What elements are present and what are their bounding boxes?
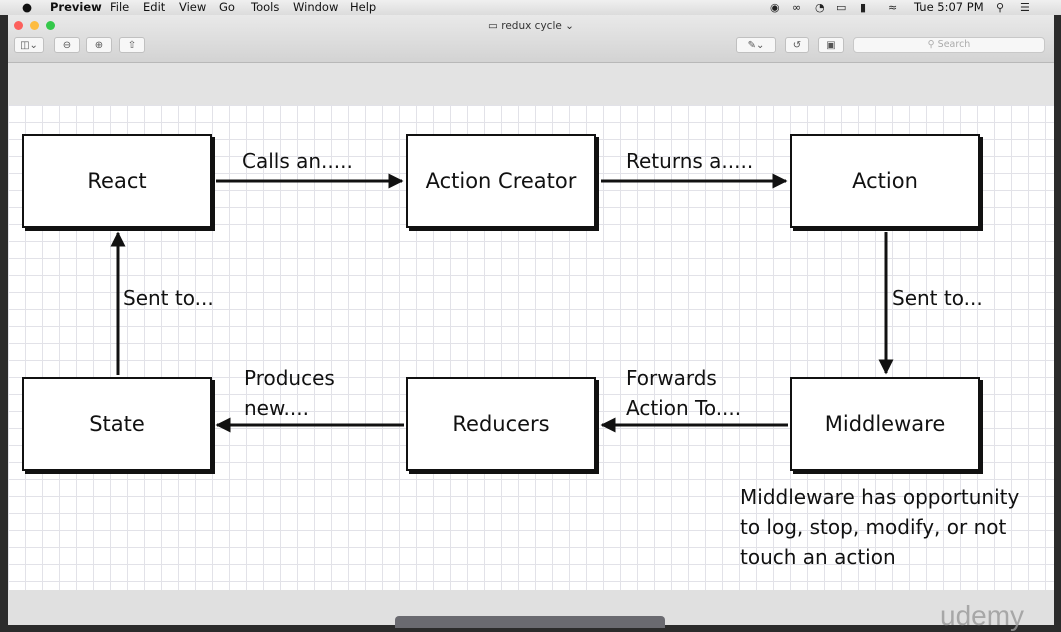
menu-app-name[interactable]: Preview	[50, 0, 102, 14]
node-state: State	[22, 377, 212, 471]
minimize-button[interactable]	[30, 21, 39, 30]
menu-file[interactable]: File	[110, 0, 130, 14]
middleware-note-line3: touch an action	[740, 545, 896, 569]
edge-label-returns-a: Returns a.....	[626, 149, 754, 173]
preview-window: ▭ redux cycle ⌄ ◫⌄ ⊖ ⊕ ⇧ ✎⌄ ↺ ▣ ⚲ Search	[8, 15, 1054, 625]
zoom-button[interactable]	[46, 21, 55, 30]
edge-label-sent-to-react: Sent to...	[123, 286, 214, 310]
menu-edit[interactable]: Edit	[143, 0, 166, 14]
window-title-text: redux cycle	[501, 20, 562, 32]
notification-center-icon[interactable]: ☰	[1020, 1, 1030, 14]
rotate-icon[interactable]: ↺	[785, 37, 809, 53]
search-placeholder: Search	[937, 39, 971, 50]
menu-clock[interactable]: Tue 5:07 PM	[914, 0, 984, 14]
middleware-note-line2: to log, stop, modify, or not	[740, 515, 1007, 539]
search-input[interactable]: ⚲ Search	[853, 37, 1045, 53]
menu-tools[interactable]: Tools	[251, 0, 280, 14]
udemy-watermark: udemy	[940, 600, 1025, 631]
node-reducers: Reducers	[406, 377, 596, 471]
edge-label-forwards-line2: Action To....	[626, 396, 742, 420]
zoom-in-icon[interactable]: ⊕	[86, 37, 112, 53]
glasses-icon[interactable]: ∞	[792, 1, 802, 14]
toolbox-icon[interactable]: ▣	[818, 37, 844, 53]
document-icon: ▭	[488, 20, 498, 32]
diagram-canvas: React Action Creator Action State Reduce…	[8, 105, 1054, 590]
sidebar-icon[interactable]: ◫⌄	[14, 37, 44, 53]
menu-help[interactable]: Help	[350, 0, 377, 14]
airplay-icon[interactable]: ▭	[836, 1, 847, 14]
window-toolbar: ▭ redux cycle ⌄ ◫⌄ ⊖ ⊕ ⇧ ✎⌄ ↺ ▣ ⚲ Search	[8, 15, 1054, 63]
chevron-down-icon[interactable]: ⌄	[565, 20, 574, 32]
menu-window[interactable]: Window	[293, 0, 339, 14]
node-action: Action	[790, 134, 980, 228]
dock	[395, 616, 665, 628]
middleware-note-line1: Middleware has opportunity	[740, 485, 1020, 509]
markup-icon[interactable]: ✎⌄	[736, 37, 776, 53]
node-action-creator: Action Creator	[406, 134, 596, 228]
wifi-icon[interactable]: ≈	[888, 1, 898, 14]
menu-view[interactable]: View	[179, 0, 207, 14]
spotlight-icon[interactable]: ⚲	[996, 1, 1005, 14]
battery-icon[interactable]: ▮	[860, 1, 867, 14]
search-icon: ⚲	[927, 39, 935, 50]
node-middleware: Middleware	[790, 377, 980, 471]
record-icon[interactable]: ◉	[770, 1, 780, 14]
edge-label-produces-line2: new....	[244, 396, 309, 420]
node-react: React	[22, 134, 212, 228]
zoom-out-icon[interactable]: ⊖	[54, 37, 80, 53]
edge-label-produces-line1: Produces	[244, 366, 335, 390]
edge-label-calls-an: Calls an.....	[242, 149, 353, 173]
diagram-arrows	[110, 173, 894, 433]
apple-icon[interactable]: ●	[22, 0, 33, 14]
time-machine-icon[interactable]: ◔	[815, 1, 825, 14]
close-button[interactable]	[14, 21, 23, 30]
edge-label-sent-to-middleware: Sent to...	[892, 286, 983, 310]
edge-label-forwards-line1: Forwards	[626, 366, 717, 390]
menu-go[interactable]: Go	[219, 0, 235, 14]
share-icon[interactable]: ⇧	[119, 37, 145, 53]
window-title: ▭ redux cycle ⌄	[8, 20, 1054, 32]
menu-bar: ● Preview File Edit View Go Tools Window…	[0, 0, 1061, 15]
